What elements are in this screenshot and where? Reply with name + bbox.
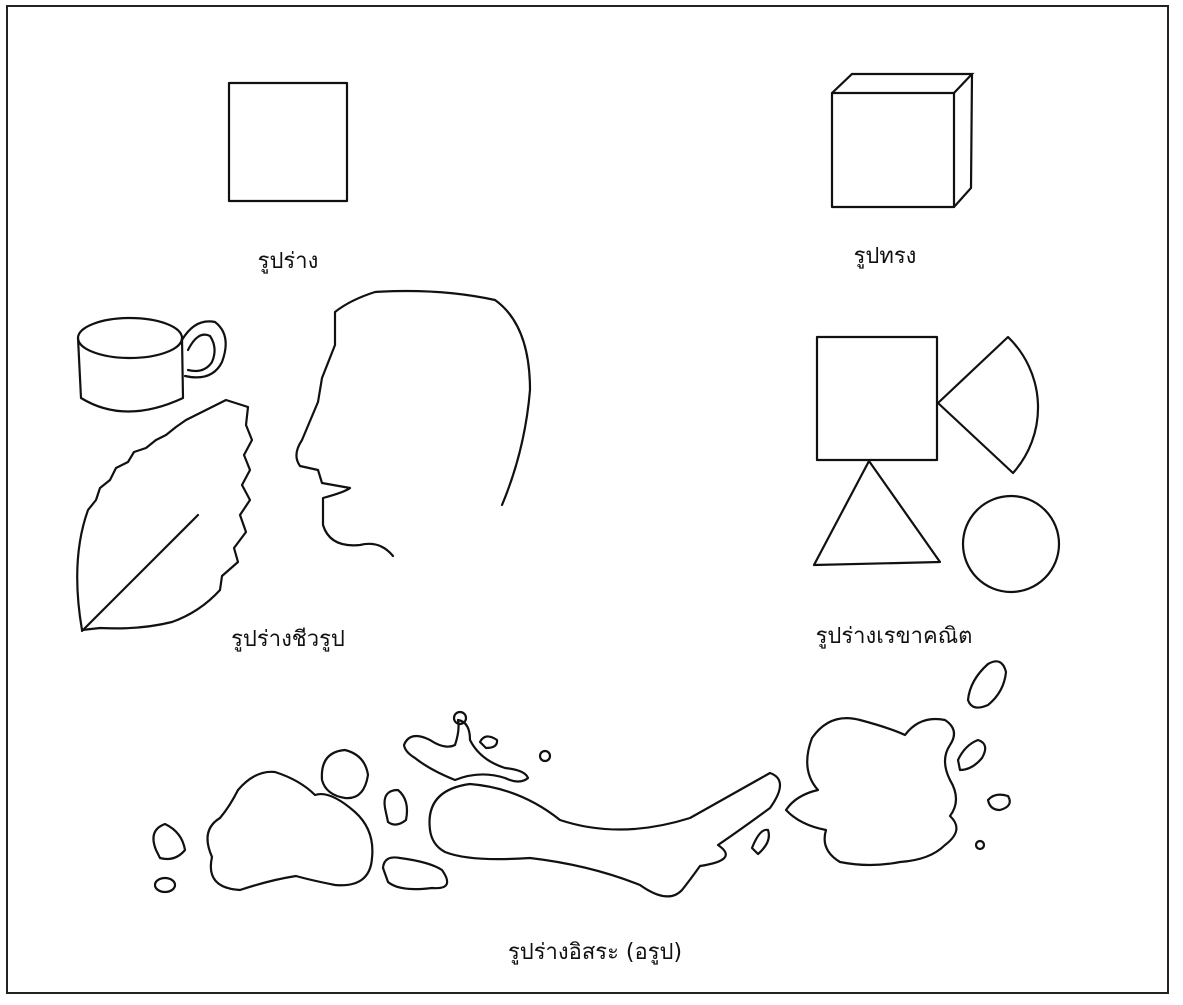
label-form: รูปทรง xyxy=(854,238,917,273)
geometric-shapes xyxy=(814,337,1059,592)
splash-drawing xyxy=(153,661,1009,896)
square-shape xyxy=(229,83,347,201)
label-shape: รูปร่าง xyxy=(258,243,319,278)
leaf-drawing xyxy=(77,400,252,631)
label-geometric-shape: รูปร่างเรขาคณิต xyxy=(816,618,973,653)
cube-form xyxy=(832,74,972,207)
cup-drawing xyxy=(78,318,226,412)
head-profile xyxy=(296,291,530,556)
label-free-form: รูปร่างอิสระ (อรูป) xyxy=(508,934,682,969)
label-organic-shape: รูปร่างชีวรูป xyxy=(231,621,345,656)
